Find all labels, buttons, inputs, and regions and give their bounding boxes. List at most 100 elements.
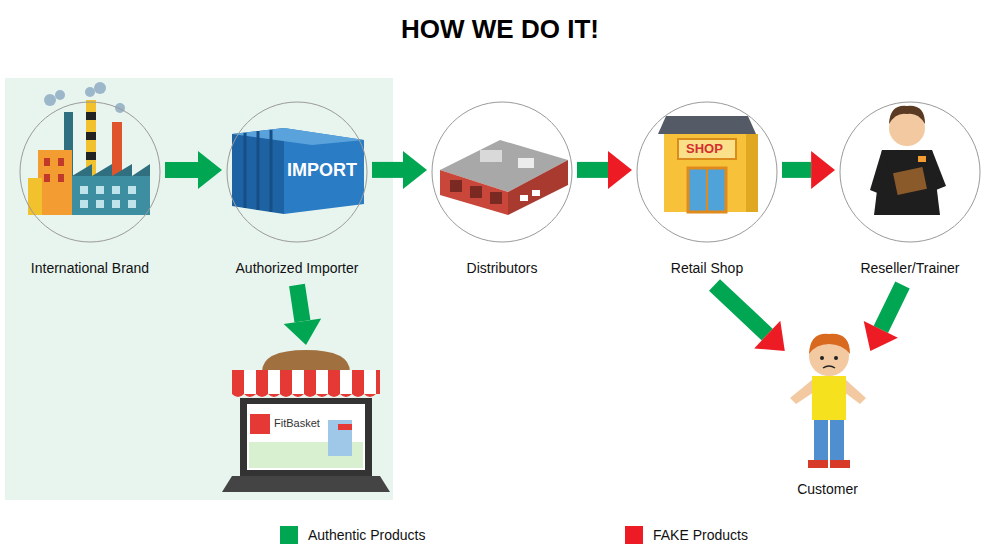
brand-logo-text: FitBasket (274, 417, 344, 429)
trainer-icon (918, 156, 926, 162)
node-label: International Brand (0, 260, 190, 276)
circle-outline (637, 102, 777, 242)
legend-text: Authentic Products (308, 527, 426, 543)
arrow-shaft (782, 162, 811, 178)
factory-icon (86, 152, 96, 160)
warehouse-icon (490, 192, 502, 204)
node-label: Distributors (402, 260, 602, 276)
customer-figure (790, 380, 814, 404)
arrow-shaft (372, 162, 403, 178)
arrow-head (864, 321, 898, 351)
laptop-store-icon (232, 394, 376, 397)
trainer-icon (889, 106, 925, 124)
warehouse-icon (440, 140, 568, 215)
customer-figure (844, 380, 866, 404)
laptop-store-icon (222, 476, 390, 492)
laptop-store-icon (222, 350, 390, 492)
factory-icon (28, 178, 42, 215)
customer-figure (823, 366, 835, 368)
trainer-icon (870, 106, 946, 215)
factory-icon (58, 174, 64, 182)
circle-outline (432, 102, 572, 242)
factory-icon (96, 186, 104, 194)
factory-icon (112, 186, 120, 194)
flow-arrow (864, 282, 910, 352)
warehouse-icon (532, 190, 540, 196)
arrow-shaft (165, 162, 198, 178)
customer-figure (812, 376, 846, 420)
warehouse-icon (520, 195, 528, 201)
node-label: Authorized Importer (197, 260, 397, 276)
factory-icon (128, 200, 136, 208)
stage-circle: Distributors (427, 100, 577, 285)
circle-outline (15, 100, 165, 246)
shop-icon (706, 168, 708, 212)
factory-icon (44, 94, 56, 106)
flow-arrow (709, 279, 785, 351)
stage-circle: Retail Shop (632, 100, 782, 285)
factory-icon (72, 176, 150, 215)
factory-icon (38, 150, 72, 215)
legend-text: FAKE Products (653, 527, 748, 543)
trainer-icon (870, 150, 888, 194)
customer-figure (809, 334, 850, 354)
arrow-head (198, 151, 222, 189)
arrow-head (403, 151, 427, 189)
factory-icon (115, 103, 125, 113)
customer-figure (830, 420, 844, 462)
factory-icon (80, 200, 88, 208)
authorized-panel (5, 78, 393, 500)
container-icon (244, 133, 247, 208)
node-label: Customer (760, 481, 895, 497)
shop-icon (688, 168, 726, 212)
arrow-shaft (289, 284, 310, 323)
stage-circle: Authorized Importer (222, 100, 372, 285)
warehouse-icon (470, 186, 482, 198)
circle-outline (20, 102, 160, 242)
warehouse-icon (480, 150, 502, 162)
factory-icon (86, 112, 96, 120)
arrow-shaft (577, 162, 608, 178)
factory-icon (44, 158, 50, 166)
container-icon (232, 128, 284, 214)
stage-circle: International Brand (15, 100, 165, 285)
warehouse-icon (450, 180, 462, 192)
customer-figure (814, 420, 828, 462)
customer-figure (830, 460, 850, 468)
laptop-store-icon (262, 350, 350, 372)
factory-icon (85, 87, 95, 97)
laptop-store-icon (232, 370, 380, 394)
arrow-shaft (874, 282, 910, 333)
factory-icon (72, 164, 150, 176)
container-icon (232, 128, 364, 214)
container-icon (257, 131, 260, 210)
arrow-head (284, 318, 322, 345)
laptop-store-icon (240, 398, 372, 476)
shop-icon (746, 134, 758, 212)
factory-icon (128, 186, 136, 194)
customer-figure (790, 334, 866, 468)
customer-figure (834, 356, 838, 360)
factory-icon (80, 186, 88, 194)
node-label: Reseller/Trainer (810, 260, 1000, 276)
customer-figure (820, 356, 824, 360)
shop-icon (678, 139, 736, 159)
trainer-icon (893, 167, 927, 195)
stage-circle: Reseller/Trainer (835, 100, 985, 285)
trainer-icon (926, 150, 946, 190)
flow-arrow (782, 151, 835, 189)
flow-arrow (577, 151, 632, 189)
arrow-head (608, 151, 632, 189)
warehouse-icon (440, 170, 508, 215)
arrow-head (754, 321, 785, 351)
factory-icon (112, 200, 120, 208)
legend-swatch (625, 526, 643, 544)
factory-icon (112, 122, 122, 177)
container-text: IMPORT (287, 160, 357, 181)
circle-outline (427, 100, 577, 246)
laptop-store-icon (247, 404, 365, 470)
factory-icon (94, 82, 106, 94)
warehouse-icon (518, 158, 534, 168)
warehouse-icon (508, 160, 568, 215)
